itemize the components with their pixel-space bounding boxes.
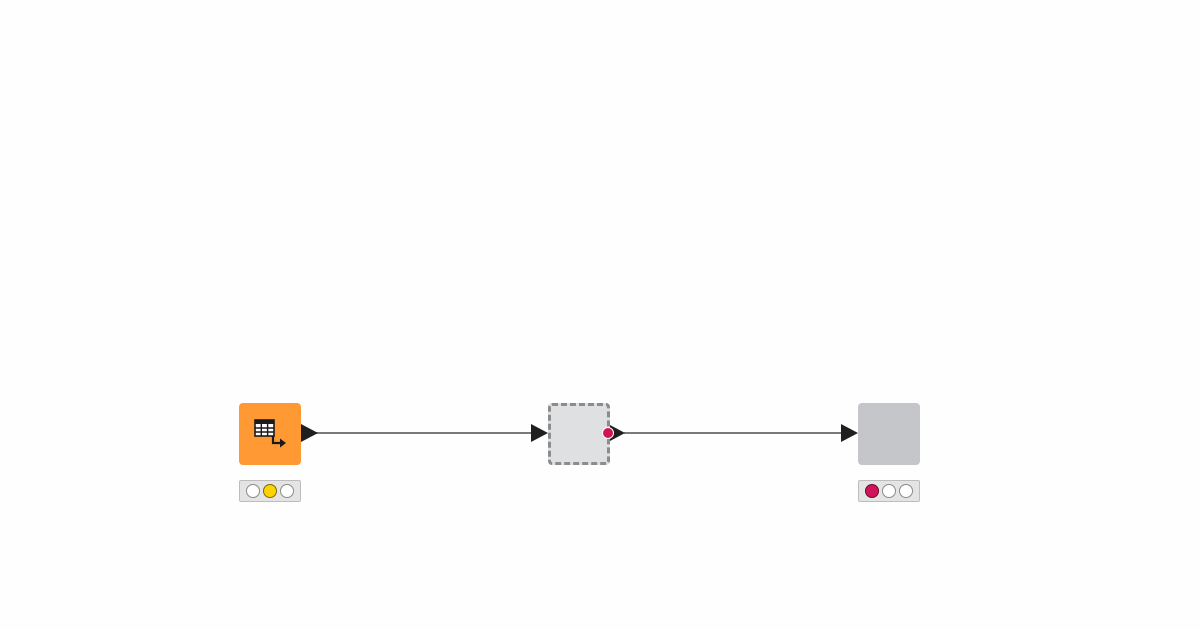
status-light-off (882, 484, 896, 498)
table-source-node[interactable] (239, 403, 301, 465)
missing-node-output-port[interactable] (610, 425, 625, 441)
output-port-error-indicator (602, 427, 614, 439)
missing-node-input-port[interactable] (531, 424, 548, 442)
connection-source-to-missing[interactable] (316, 432, 534, 434)
target-node-input-port[interactable] (841, 424, 858, 442)
status-light-off (280, 484, 294, 498)
connection-missing-to-target[interactable] (624, 432, 844, 434)
table-output-icon (254, 419, 286, 448)
target-node[interactable] (858, 403, 920, 465)
status-light-off (899, 484, 913, 498)
status-light-red (865, 484, 879, 498)
source-output-port[interactable] (301, 424, 318, 442)
status-light-yellow (263, 484, 277, 498)
status-light-off (246, 484, 260, 498)
source-status-lights (239, 480, 301, 502)
missing-placeholder-node[interactable] (548, 403, 610, 465)
target-status-lights (858, 480, 920, 502)
